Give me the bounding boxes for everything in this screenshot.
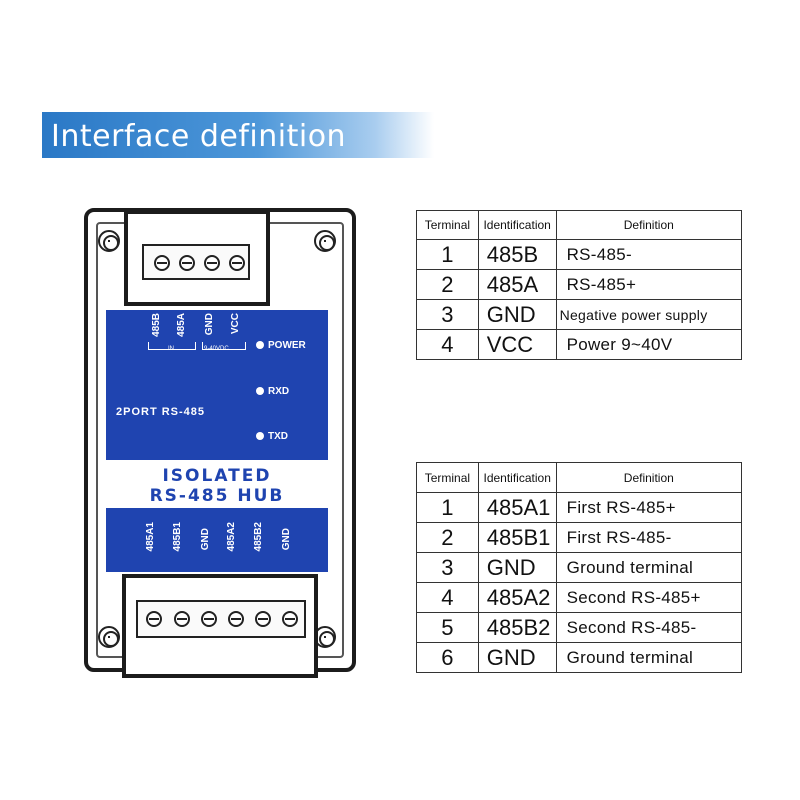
bottom-pin-label: GND (200, 528, 211, 551)
title-strip (106, 460, 328, 508)
terminal-ident: 485B (477, 239, 557, 270)
terminal-definition: Power 9~40V (555, 329, 743, 360)
led-label: POWER (268, 340, 306, 351)
table-row: 1 485B RS-485- (416, 239, 743, 270)
bottom-pin-label: 485B2 (253, 522, 264, 552)
header-identification: Identification (477, 462, 557, 493)
table-header-row: Terminal Identification Definition (416, 210, 743, 240)
terminal-definition: First RS-485+ (555, 492, 743, 523)
vcc-group-bracket (202, 342, 246, 350)
terminal-definition: Ground terminal (555, 642, 743, 673)
terminal-definition: First RS-485- (555, 522, 743, 553)
rxd-led-icon (256, 387, 264, 395)
terminal-screw-icon (228, 611, 244, 627)
terminal-screw-icon (255, 611, 271, 627)
mounting-screw-icon (314, 230, 336, 252)
terminal-ident: VCC (477, 329, 557, 360)
terminal-ident: 485A1 (477, 492, 557, 523)
bottom-blue-panel (106, 508, 328, 572)
terminal-number: 4 (416, 329, 479, 360)
bottom-pin-label: GND (281, 528, 292, 551)
terminal-number: 3 (416, 552, 479, 583)
output-terminal-table: Terminal Identification Definition 1 485… (416, 462, 743, 673)
port-label: 2PORT RS-485 (116, 406, 206, 418)
terminal-screw-icon (154, 255, 170, 271)
terminal-screw-icon (146, 611, 162, 627)
table-row: 6 GND Ground terminal (416, 642, 743, 673)
terminal-number: 6 (416, 642, 479, 673)
top-blue-panel (106, 310, 328, 460)
header-terminal: Terminal (416, 210, 479, 240)
header-definition: Definition (555, 462, 743, 493)
bottom-terminal-block (122, 574, 318, 678)
terminal-screw-icon (174, 611, 190, 627)
terminal-definition: RS-485- (555, 239, 743, 270)
terminal-screw-icon (282, 611, 298, 627)
table-row: 2 485A RS-485+ (416, 269, 743, 300)
mounting-screw-icon (314, 626, 336, 648)
terminal-number: 1 (416, 492, 479, 523)
terminal-definition: Ground terminal (555, 552, 743, 583)
terminal-number: 5 (416, 612, 479, 643)
terminal-ident: 485B1 (477, 522, 557, 553)
in-label: IN (168, 346, 174, 352)
device-title-line2: RS-485 HUB (149, 486, 285, 506)
terminal-ident: GND (477, 552, 557, 583)
bottom-pin-label: 485B1 (172, 522, 183, 552)
txd-led-icon (256, 432, 264, 440)
table-row: 3 GND Negative power supply (416, 299, 743, 330)
mounting-screw-icon (98, 626, 120, 648)
terminal-definition: Second RS-485+ (555, 582, 743, 613)
top-terminal-block (124, 210, 270, 306)
terminal-ident: GND (477, 642, 557, 673)
bottom-pin-label: 485A1 (145, 522, 156, 552)
header-terminal: Terminal (416, 462, 479, 493)
input-terminal-table: Terminal Identification Definition 1 485… (416, 210, 743, 360)
terminal-ident: 485A (477, 269, 557, 300)
led-label: TXD (268, 431, 288, 442)
table-row: 3 GND Ground terminal (416, 552, 743, 583)
table-row: 5 485B2 Second RS-485- (416, 612, 743, 643)
terminal-definition: Second RS-485- (555, 612, 743, 643)
terminal-screw-icon (179, 255, 195, 271)
bottom-pin-label: 485A2 (226, 522, 237, 552)
table-row: 4 485A2 Second RS-485+ (416, 582, 743, 613)
top-pin-label: 485B (151, 313, 162, 337)
top-pin-label: VCC (230, 313, 241, 335)
terminal-definition: Negative power supply (555, 299, 743, 330)
table-row: 1 485A1 First RS-485+ (416, 492, 743, 523)
power-led-icon (256, 341, 264, 349)
terminal-number: 3 (416, 299, 479, 330)
terminal-ident: 485B2 (477, 612, 557, 643)
table-header-row: Terminal Identification Definition (416, 462, 743, 493)
terminal-ident: 485A2 (477, 582, 557, 613)
vcc-range-label: 9-40VDC (204, 346, 229, 352)
terminal-number: 2 (416, 269, 479, 300)
header-identification: Identification (477, 210, 557, 240)
terminal-screw-icon (201, 611, 217, 627)
banner-title: Interface definition (51, 119, 347, 154)
device-title-line1: ISOLATED (162, 466, 272, 486)
section-banner: Interface definition (42, 112, 434, 158)
table-row: 4 VCC Power 9~40V (416, 329, 743, 360)
terminal-number: 2 (416, 522, 479, 553)
terminal-ident: GND (477, 299, 557, 330)
top-pin-label: GND (204, 313, 215, 336)
terminal-number: 4 (416, 582, 479, 613)
top-pin-label: 485A (176, 313, 187, 337)
terminal-screw-icon (204, 255, 220, 271)
terminal-number: 1 (416, 239, 479, 270)
terminal-definition: RS-485+ (555, 269, 743, 300)
table-row: 2 485B1 First RS-485- (416, 522, 743, 553)
terminal-screw-icon (229, 255, 245, 271)
led-label: RXD (268, 386, 290, 397)
header-definition: Definition (555, 210, 743, 240)
in-group-bracket (148, 342, 196, 350)
mounting-screw-icon (98, 230, 120, 252)
